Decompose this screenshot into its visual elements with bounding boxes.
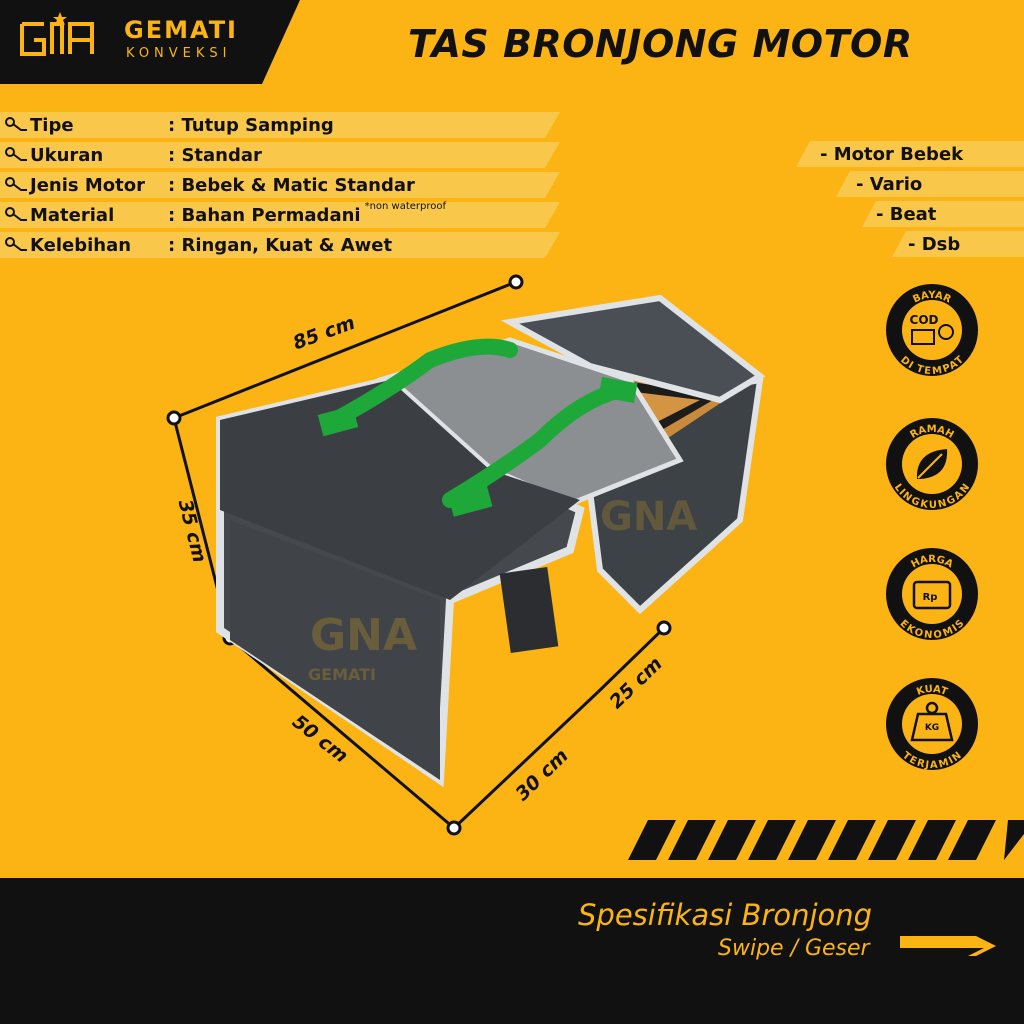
badge-strong: KUAT TERJAMIN KG <box>884 676 980 772</box>
strap-tabs <box>317 377 638 517</box>
footer-band <box>0 820 1024 1024</box>
spec-value: : Standar <box>168 145 262 166</box>
leaf-icon <box>914 446 950 481</box>
compat-bars <box>796 141 1024 257</box>
weight-icon-text: KG <box>925 723 939 733</box>
spec-value: : Tutup Samping <box>168 115 334 136</box>
cod-icon: COD <box>910 313 939 327</box>
spec-note: *non waterproof <box>364 201 447 212</box>
spec-row-tipe: Tipe : Tutup Samping <box>0 112 560 138</box>
svg-text:HARGA: HARGA <box>909 554 954 571</box>
spec-value: : Ringan, Kuat & Awet <box>168 235 393 256</box>
footer-subtitle[interactable]: Swipe / Geser <box>718 936 870 961</box>
spec-row-kelebihan: Kelebihan : Ringan, Kuat & Awet <box>0 232 560 258</box>
compat-heading: Cocok Untuk Motor <box>814 90 998 110</box>
brand-subtitle: KONVEKSI <box>126 46 232 61</box>
spec-row-material: Material : Bahan Permadani*non waterproo… <box>0 201 560 228</box>
spec-label: Material <box>30 205 115 226</box>
wallet-icon-text: Rp <box>923 592 938 603</box>
spec-label: Kelebihan <box>30 235 132 256</box>
badge-price: HARGA EKONOMIS Rp <box>884 546 980 642</box>
badge-eco: RAMAH LINGKUNGAN <box>884 416 980 512</box>
dimension-points <box>166 274 672 836</box>
badge-top-text: HARGA <box>909 554 954 571</box>
badge-top-text: RAMAH <box>908 424 955 441</box>
spec-row-ukuran: Ukuran : Standar <box>0 142 560 168</box>
spec-label: Ukuran <box>30 145 104 166</box>
footer-title: Spesifikasi Bronjong <box>578 898 873 932</box>
spec-row-jenis-motor: Jenis Motor : Bebek & Matic Standar <box>0 172 560 198</box>
wallet-icon <box>912 580 952 610</box>
svg-text:GNA: GNA <box>310 610 417 661</box>
gemati-logo-icon <box>20 12 94 56</box>
spec-value-text: : Bahan Permadani <box>168 205 361 226</box>
green-strap <box>327 338 628 508</box>
spec-value: : Bahan Permadani*non waterproof <box>168 201 446 226</box>
swipe-arrow-icon <box>900 936 996 956</box>
svg-text:RAMAH: RAMAH <box>908 424 955 441</box>
badge-top-text: BAYAR <box>911 290 953 306</box>
compat-item: - Beat <box>876 204 937 225</box>
badge-cod: BAYAR DI TEMPAT COD <box>884 282 980 378</box>
spec-label: Jenis Motor <box>30 175 145 196</box>
spec-label: Tipe <box>30 115 74 136</box>
compat-item: - Dsb <box>908 234 961 255</box>
svg-text:GEMATI: GEMATI <box>308 665 376 684</box>
svg-text:BAYAR: BAYAR <box>911 290 953 306</box>
spec-value: : Bebek & Matic Standar <box>168 175 415 196</box>
weight-icon <box>910 712 954 742</box>
page-title: TAS BRONJONG MOTOR <box>408 22 913 66</box>
svg-text:GNA: GNA <box>600 494 697 540</box>
top-banner <box>0 0 300 84</box>
product-illustration: GNA GEMATI GNA <box>166 274 766 836</box>
compat-item: - Vario <box>856 174 923 195</box>
brand-name: GEMATI <box>124 16 238 44</box>
compat-item: - Motor Bebek <box>820 144 964 165</box>
